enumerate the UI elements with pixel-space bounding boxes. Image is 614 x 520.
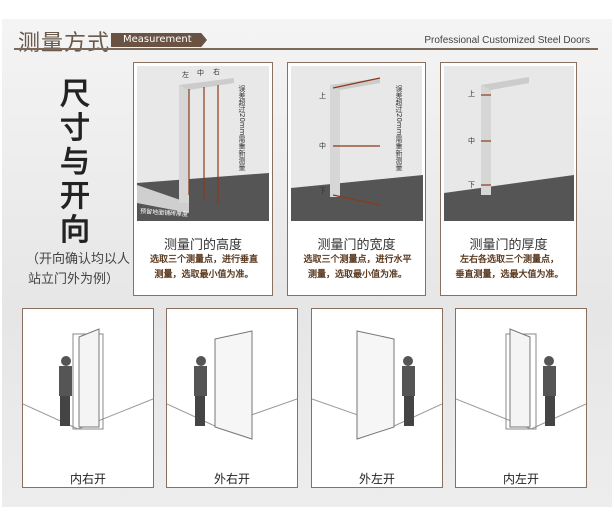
side-heading: 尺 寸 与 开 向 — [55, 78, 95, 248]
label-middle: 中 — [197, 68, 204, 77]
label-left: 左 — [182, 70, 189, 79]
door-person-illustration — [456, 328, 586, 430]
panel-desc: 选取三个测量点，进行垂直测量，选取最小值为准。 — [140, 253, 268, 283]
panel-width: 上 中 下 误差超过20mm需重新测量 测量门的宽度 选取三个测量点，进行水平测… — [287, 62, 426, 296]
desc-line: 左右各选取三个测量点， — [459, 255, 559, 265]
panel-title: 测量门的高度 — [163, 238, 242, 253]
door-person-illustration — [312, 330, 442, 440]
height-diagram: 左 中 右 误差超过20mm需重新测量 预留地面铺砖厚度 — [137, 66, 269, 221]
width-diagram: 上 中 下 误差超过20mm需重新测量 — [291, 66, 423, 221]
brand-subtitle: Professional Customized Steel Doors — [424, 35, 590, 46]
floor-note: 预留地面铺砖厚度 — [140, 207, 188, 218]
panel-height: 左 中 右 误差超过20mm需重新测量 预留地面铺砖厚度 测量门的高度 选取三个… — [133, 62, 273, 296]
error-note: 误差超过20mm需重新测量 — [238, 84, 246, 171]
panel-title: 测量门的宽度 — [317, 238, 396, 253]
label-bottom: 下 — [468, 181, 475, 189]
door-outward-left — [311, 308, 443, 488]
measurement-tag: Measurement — [111, 33, 207, 47]
desc-line: 测量，选取最小值为准。 — [154, 270, 254, 280]
note-line: 站立门外为例） — [28, 272, 120, 287]
label-middle: 中 — [319, 141, 326, 150]
heading-char: 尺 — [60, 77, 90, 112]
heading-char: 与 — [60, 145, 90, 180]
desc-line: 选取三个测量点，进行垂直 — [149, 255, 258, 265]
door-outward-right — [166, 308, 298, 488]
label-middle: 中 — [468, 136, 475, 145]
door-label: 外左开 — [358, 472, 395, 486]
door-inward-right — [22, 308, 154, 488]
panel-thickness: 上 中 下 测量门的厚度 左右各选取三个测量点， 垂直测量，选最大值为准。 — [440, 62, 577, 296]
door-person-illustration — [167, 330, 297, 440]
door-label: 外右开 — [213, 472, 250, 486]
panel-desc: 选取三个测量点，进行水平测量，选取最小值为准。 — [294, 253, 421, 283]
desc-line: 选取三个测量点，进行水平 — [303, 255, 412, 265]
door-inward-left — [455, 308, 587, 488]
heading-char: 向 — [60, 213, 90, 248]
header-divider — [14, 48, 598, 50]
door-label: 内左开 — [502, 472, 539, 486]
panel-title: 测量门的厚度 — [469, 238, 548, 253]
label-right: 右 — [213, 67, 220, 76]
door-person-illustration — [23, 328, 153, 430]
panel-desc: 左右各选取三个测量点， 垂直测量，选最大值为准。 — [447, 253, 572, 283]
label-top: 上 — [319, 91, 326, 100]
desc-line: 垂直测量，选最大值为准。 — [455, 270, 564, 280]
desc-line: 测量，选取最小值为准。 — [307, 270, 407, 280]
label-top: 上 — [468, 89, 475, 98]
error-note: 误差超过20mm需重新测量 — [395, 84, 403, 171]
thickness-diagram: 上 中 下 — [444, 66, 574, 221]
section-title: 测量方式 — [18, 31, 111, 56]
heading-char: 寸 — [60, 111, 90, 146]
side-note: （开向确认均以人 站立门外为例） — [26, 250, 130, 290]
door-label: 内右开 — [69, 472, 106, 486]
note-line: （开向确认均以人 — [26, 252, 131, 267]
label-bottom: 下 — [319, 187, 326, 195]
heading-char: 开 — [60, 179, 90, 214]
